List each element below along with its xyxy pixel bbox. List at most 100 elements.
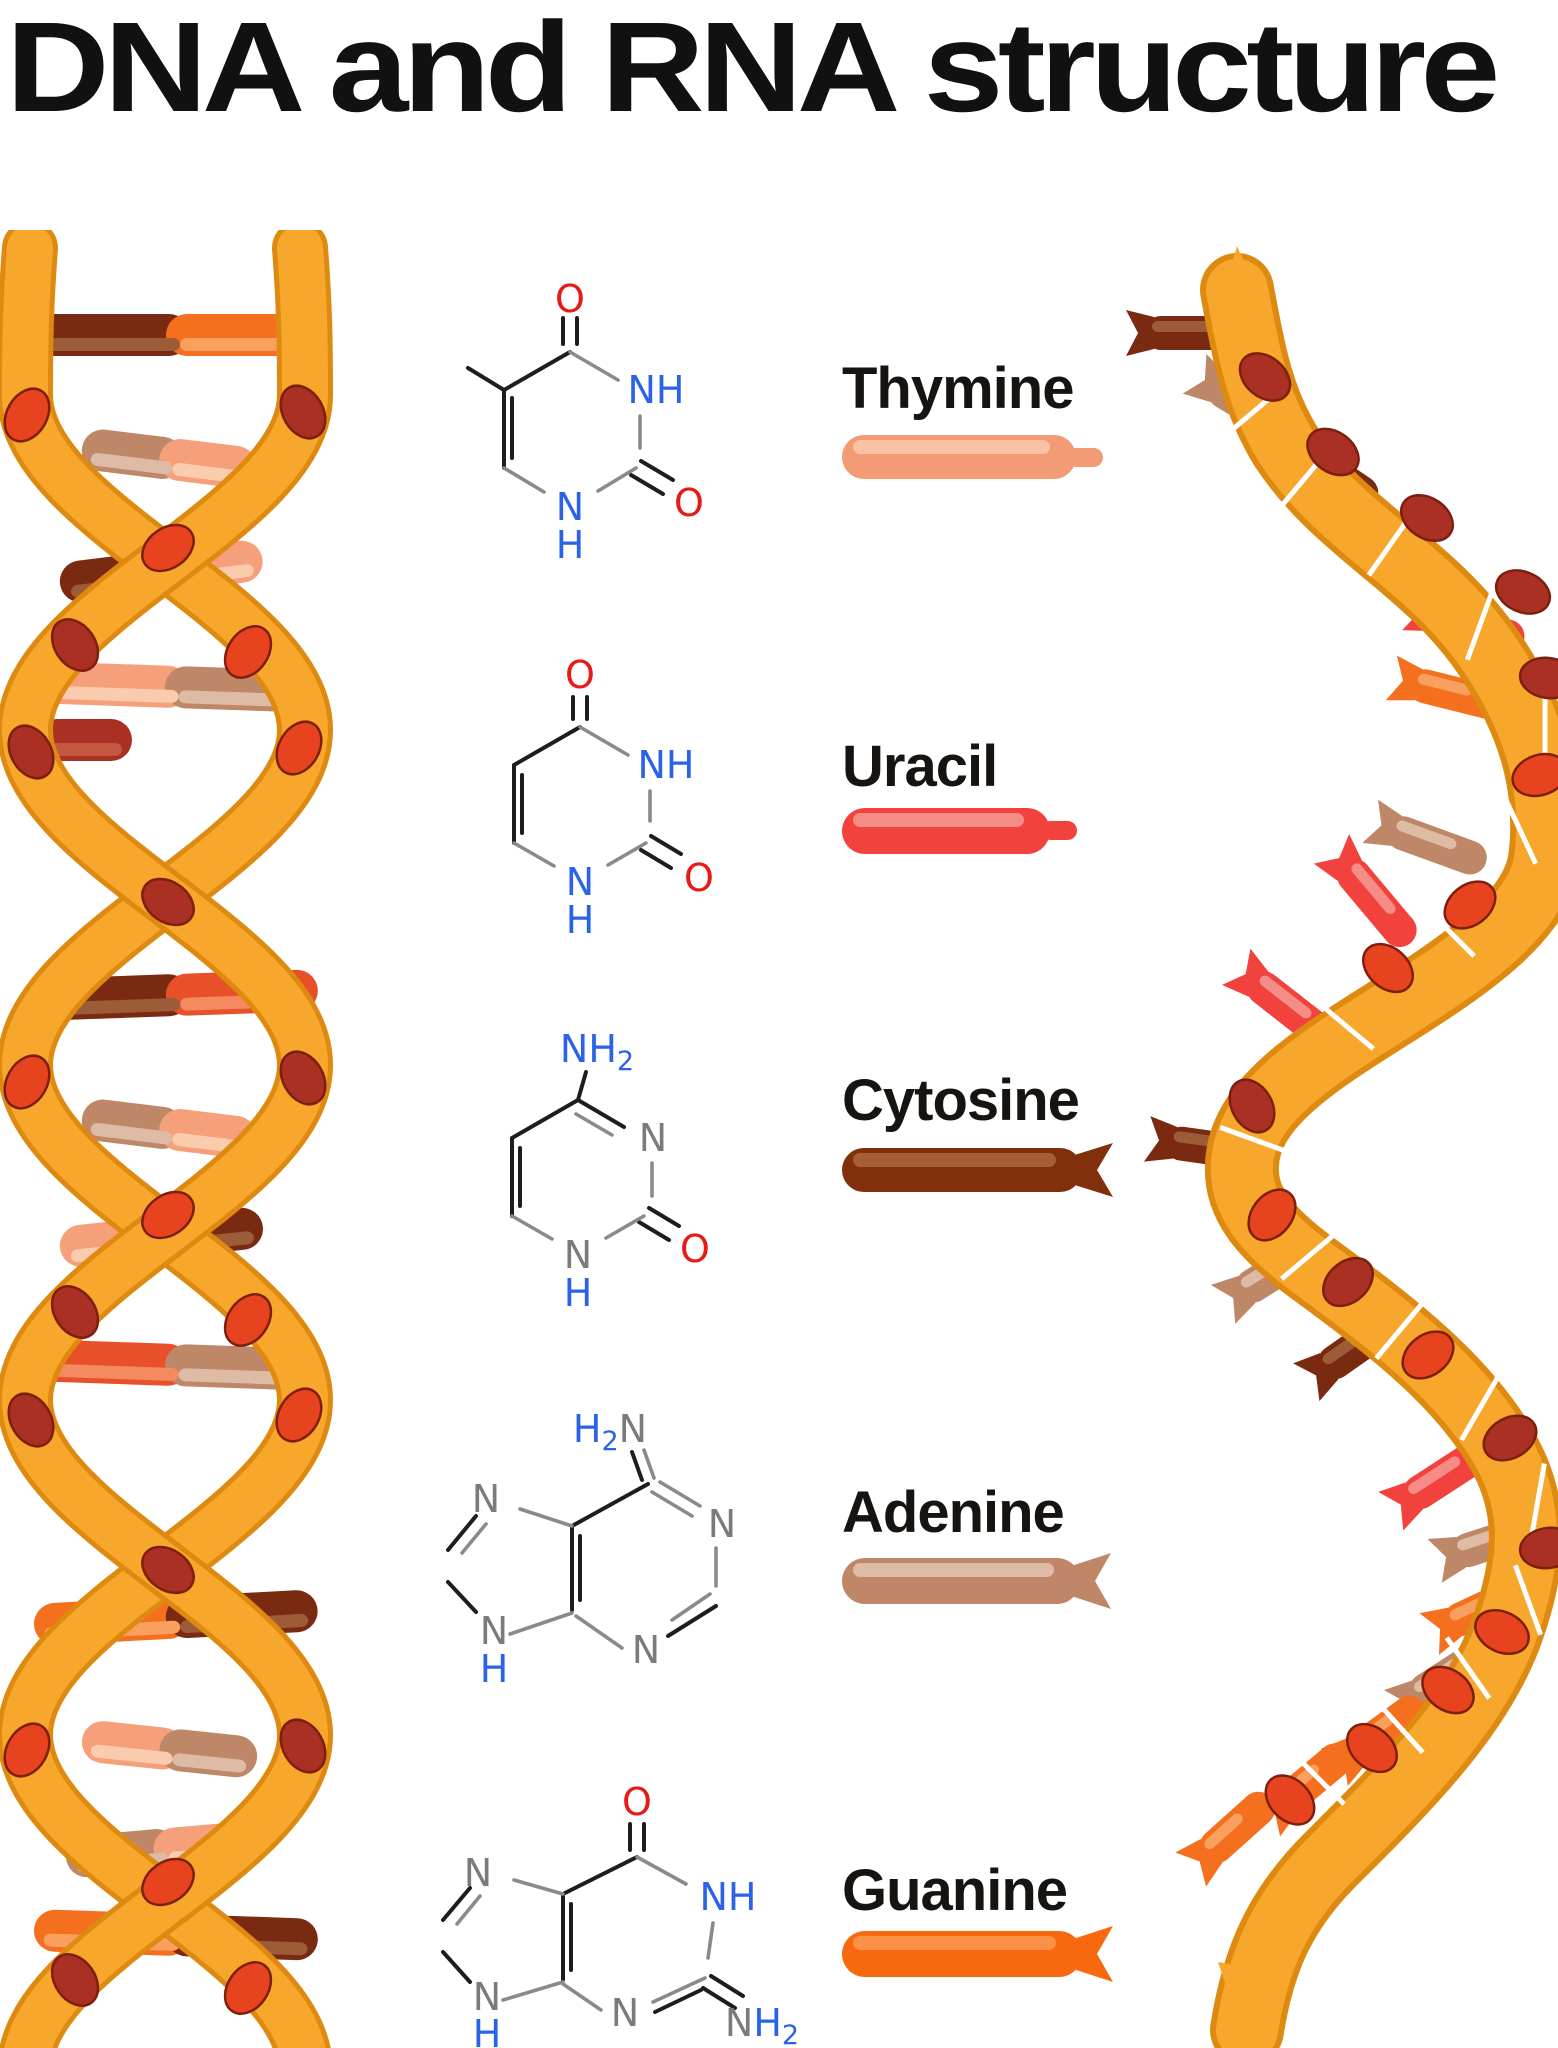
phosphate-dot: [279, 1718, 327, 1774]
phosphate-dot: [1518, 1526, 1558, 1570]
phosphate-dot: [3, 1054, 51, 1110]
adenine-n9-label: N: [480, 1609, 508, 1653]
phosphate-dot: [3, 1722, 51, 1778]
uracil-bar-highlight: [853, 813, 1024, 827]
phosphate-dot: [1494, 569, 1552, 615]
phosphate-dot: [279, 384, 327, 440]
page-title: DNA and RNA structure: [6, 0, 1500, 139]
phosphate-dot: [141, 523, 195, 573]
phosphate-dot: [223, 1293, 273, 1347]
phosphate-dot: [1518, 656, 1558, 700]
adenine-h9-label: H: [480, 1647, 509, 1691]
dna-double-helix-illustration: [0, 230, 334, 2048]
cytosine-amine-label: NH2: [560, 1027, 634, 1077]
phosphate-dot: [1401, 1330, 1455, 1380]
uracil-structure: O NH O N H: [512, 653, 714, 942]
guanine-bonds-black: [441, 1822, 745, 2014]
rna-single-strand-illustration: [1126, 246, 1558, 2048]
phosphate-dot: [1247, 1188, 1297, 1242]
guanine-n7-label: N: [464, 1851, 492, 1895]
ribbon-seam: [1529, 1463, 1547, 1537]
ribbon-seam: [1459, 1374, 1501, 1442]
uracil-bonds-gray: [512, 725, 652, 868]
guanine-h9-label: H: [473, 2012, 502, 2048]
adenine-bonds-black: [446, 1450, 718, 1638]
phosphate-dot: [1443, 880, 1497, 930]
phosphate-dot: [141, 1190, 195, 1240]
adenine-bar: [842, 1553, 1111, 1609]
uracil-bonds-black: [512, 695, 683, 870]
adenine-n1-label: N: [708, 1502, 736, 1546]
phosphate-dot: [1346, 1722, 1398, 1774]
cytosine-bonds-black: [510, 1070, 681, 1242]
phosphate-dot: [7, 1392, 55, 1448]
phosphate-dot: [275, 720, 323, 776]
guanine-n3-label: N: [611, 1991, 639, 2035]
ribbon-seam: [1371, 1695, 1425, 1755]
uracil-bar: [842, 808, 1077, 854]
phosphate-dot: [50, 618, 100, 672]
uracil-h1-label: H: [566, 898, 595, 942]
thymine-n3-label: NH: [628, 368, 685, 412]
cytosine-label: Cytosine: [842, 1068, 1080, 1133]
rna-ribbon-top-tip: [1212, 246, 1270, 332]
phosphate-dot: [3, 387, 51, 443]
ribbon-seam: [1280, 1229, 1340, 1281]
thymine-bonds-gray: [502, 350, 642, 494]
phosphate-dot: [141, 1545, 195, 1595]
uracil-n3-label: NH: [638, 743, 695, 787]
ribbon-seam: [1502, 795, 1538, 865]
phosphate-dot: [1511, 752, 1558, 798]
uracil-o4-label: O: [565, 653, 595, 697]
phosphate-dot: [1306, 427, 1360, 477]
uracil-n1-label: N: [566, 860, 594, 904]
thymine-structure: O NH O N H: [466, 277, 704, 567]
adenine-n7-label: N: [472, 1477, 500, 1521]
phosphate-dot: [1264, 1774, 1316, 1826]
thymine-bonds-black: [466, 316, 675, 496]
rna-base-rod: [1175, 1791, 1276, 1887]
phosphate-dot: [1228, 1078, 1276, 1134]
phosphate-dot: [1482, 1414, 1538, 1462]
guanine-bar-connector: [1075, 1926, 1113, 1982]
thymine-bar-highlight: [853, 440, 1050, 454]
thymine-o2-label: O: [674, 481, 704, 525]
guanine-amine-label: NH2: [725, 2001, 799, 2048]
thymine-label: Thymine: [842, 356, 1074, 421]
dna-rung: [81, 1721, 258, 1778]
phosphate-dot: [50, 1285, 100, 1339]
phosphate-dot: [7, 724, 55, 780]
phosphate-dot: [223, 625, 273, 679]
thymine-n1-label: N: [556, 485, 584, 529]
uracil-label: Uracil: [842, 734, 998, 799]
ribbon-seam: [1444, 1636, 1492, 1700]
guanine-n9-label: N: [473, 1975, 501, 2019]
adenine-bar-connector: [1073, 1553, 1111, 1609]
rna-ribbon: [1206, 259, 1558, 2048]
adenine-bonds-gray: [460, 1448, 718, 1650]
phosphate-dot: [1399, 493, 1455, 543]
cytosine-n1-label: N: [564, 1233, 592, 1277]
phosphate-dot: [1362, 942, 1414, 994]
thymine-o4-label: O: [555, 277, 585, 321]
rna-ribbon-seams: [1219, 382, 1548, 1806]
dna-rung: [34, 314, 318, 356]
guanine-bar-highlight: [853, 1936, 1056, 1950]
dna-phosphate-dots: [3, 384, 327, 2015]
ribbon-seam: [1512, 1564, 1544, 1636]
adenine-n3-label: N: [632, 1628, 660, 1672]
ribbon-seam: [1420, 902, 1476, 958]
uracil-bar-connector: [1041, 821, 1077, 840]
adenine-amine-label: H2N: [573, 1407, 647, 1457]
phosphate-dot: [1421, 1665, 1475, 1715]
phosphate-dot: [1238, 352, 1292, 402]
rna-base-rod: [1313, 834, 1417, 948]
cytosine-bonds-gray: [510, 1112, 654, 1241]
phosphate-dot: [1322, 1256, 1374, 1308]
phosphate-dot: [50, 1953, 100, 2007]
ribbon-seam: [1315, 999, 1375, 1051]
ribbon-seam: [1366, 513, 1414, 577]
thymine-bar-connector: [1067, 448, 1103, 467]
guanine-bonds-gray: [455, 1855, 715, 2012]
